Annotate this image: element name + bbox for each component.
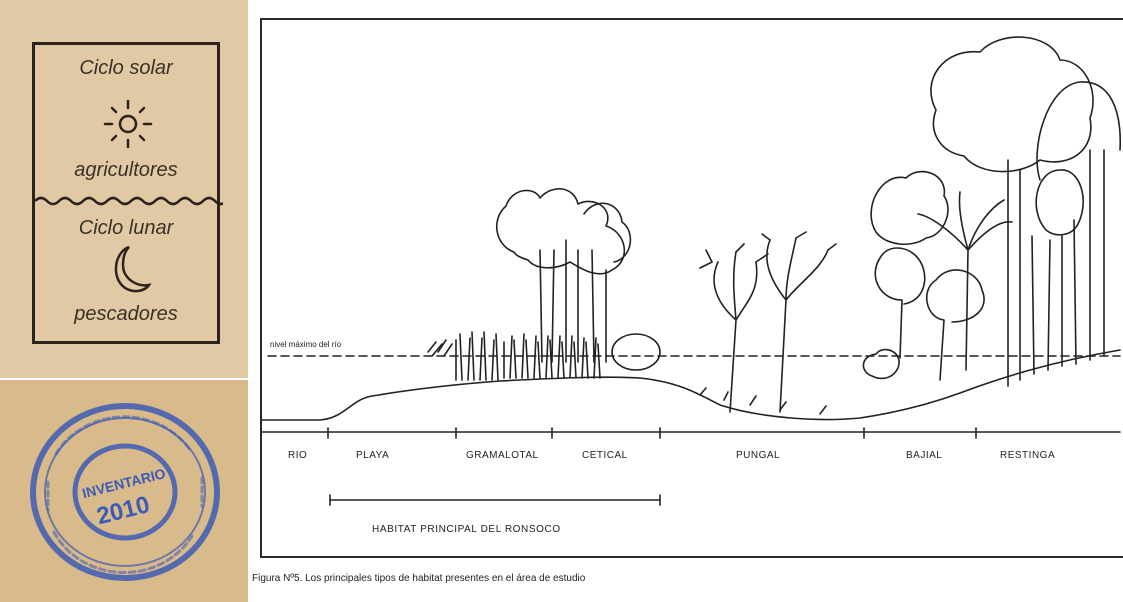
wavy-divider (35, 196, 223, 206)
river-max-level-label: nivel máximo del río (270, 340, 342, 349)
zone-label-cetical: CETICAL (582, 450, 628, 461)
sun-icon (103, 99, 153, 149)
restinga-trees (930, 36, 1121, 387)
diagram-frame (260, 18, 1123, 558)
zone-label-playa: PLAYA (356, 450, 390, 461)
gramalotal-trees (496, 188, 632, 363)
left-panel: Ciclo solar agricultores Ciclo lunar (0, 0, 248, 602)
figure-caption: Figura Nº5. Los principales tipos de hab… (252, 573, 586, 584)
stamp-card: INVENTARIO 2010 (0, 380, 248, 602)
pungal-trees (699, 231, 837, 413)
lunar-cycle-subtitle: pescadores (74, 303, 178, 325)
terrain-profile (261, 349, 1121, 421)
habitat-principal-label: HABITAT PRINCIPAL DEL RONSOCO (372, 524, 561, 535)
grass-clumps (427, 331, 827, 415)
zone-label-rio: RIO (288, 450, 308, 461)
cycle-box: Ciclo solar agricultores Ciclo lunar (32, 42, 223, 344)
solar-lunar-card: Ciclo solar agricultores Ciclo lunar (0, 0, 248, 378)
bajial-trees (862, 170, 1013, 381)
lunar-cycle-title: Ciclo lunar (78, 217, 174, 239)
habitat-range-bracket (329, 494, 661, 506)
zone-label-bajial: BAJIAL (906, 450, 943, 461)
solar-cycle-subtitle: agricultores (74, 159, 178, 181)
zone-ticks (327, 427, 977, 439)
zone-label-gramalotal: GRAMALOTAL (466, 450, 539, 461)
circular-ink-stamp: INVENTARIO 2010 (30, 403, 220, 581)
zone-label-restinga: RESTINGA (1000, 450, 1056, 461)
cetical-shrub (611, 333, 661, 371)
crescent-moon-icon (114, 245, 152, 293)
solar-cycle-title: Ciclo solar (79, 57, 173, 79)
zone-label-pungal: PUNGAL (736, 450, 781, 461)
diagram-panel (248, 0, 1123, 602)
